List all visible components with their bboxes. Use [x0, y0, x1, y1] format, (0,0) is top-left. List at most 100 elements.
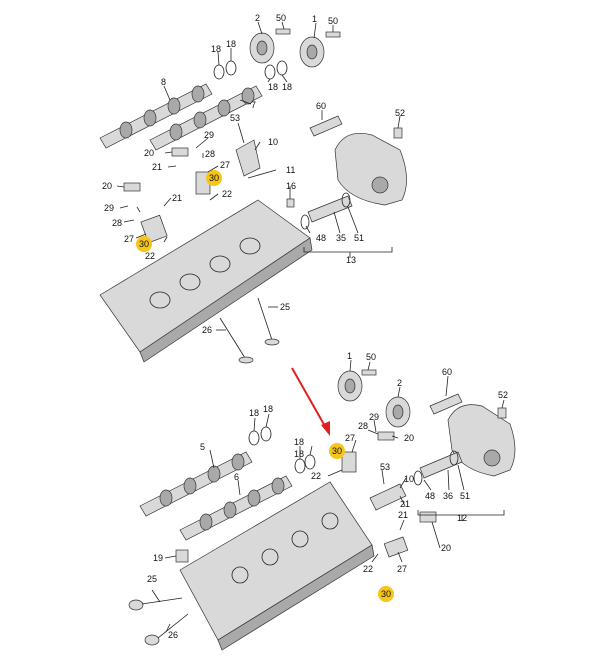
camshaft-sprocket-1-upper: [299, 36, 325, 68]
valve-spring-lower-b: [383, 536, 409, 558]
label-18: 18: [282, 82, 292, 92]
label-2: 2: [255, 13, 260, 23]
control-valve-10: [235, 139, 261, 177]
label-28: 28: [112, 218, 122, 228]
control-valve-10-lower: [369, 483, 407, 511]
valve-25-lower: [128, 597, 183, 611]
label-36: 36: [443, 491, 453, 501]
label-26: 26: [168, 630, 178, 640]
housing-cover-lower: [447, 404, 516, 477]
label-10: 10: [404, 474, 414, 484]
leader-lines-upper: [116, 21, 401, 331]
adjuster-piston-upper: [307, 195, 353, 223]
rocker-20-lower-b: [419, 511, 437, 523]
camshaft-sprocket-1-lower: [337, 370, 363, 402]
label-20: 20: [102, 181, 112, 191]
seal-ring-48-lower: [413, 470, 423, 486]
label-21: 21: [152, 162, 162, 172]
label-7: 7: [251, 100, 256, 110]
bracket-12: [417, 510, 505, 516]
seal-ring-18-f: [260, 426, 272, 442]
label-19: 19: [153, 553, 163, 563]
label-18: 18: [211, 44, 221, 54]
label-22: 22: [145, 251, 155, 261]
label-27: 27: [345, 433, 355, 443]
seal-ring-51-upper: [341, 192, 351, 208]
camshaft-sprocket-2-lower: [385, 396, 411, 428]
label-51: 51: [460, 491, 470, 501]
highlight-30-b: [136, 236, 152, 252]
camshaft-sprocket-2-upper: [249, 32, 275, 64]
valve-spring-lower-a: [341, 451, 357, 473]
camshaft-6: [179, 475, 293, 541]
label-21: 21: [398, 510, 408, 520]
label-5: 5: [200, 442, 205, 452]
label-29: 29: [204, 130, 214, 140]
seal-ring-18-h: [304, 454, 316, 470]
label-51: 51: [354, 233, 364, 243]
label-26: 26: [202, 325, 212, 335]
plug-16: [286, 198, 295, 208]
label-18: 18: [294, 437, 304, 447]
label-48: 48: [316, 233, 326, 243]
label-50: 50: [366, 352, 376, 362]
seal-ring-18-a: [213, 64, 225, 80]
label-28: 28: [358, 421, 368, 431]
label-21: 21: [172, 193, 182, 203]
label-29: 29: [369, 412, 379, 422]
label-18: 18: [268, 82, 278, 92]
label-22: 22: [222, 189, 232, 199]
label-30: 30: [381, 589, 391, 599]
label-1: 1: [312, 14, 317, 24]
highlight-30-d: [378, 586, 394, 602]
valve-26-lower: [144, 613, 189, 646]
adjuster-piston-lower: [419, 451, 463, 479]
seal-ring-51-lower: [449, 450, 459, 466]
pointer-arrow: [291, 367, 330, 436]
rocker-20-upper-a: [171, 147, 189, 157]
valve-25-upper: [257, 297, 280, 346]
label-60: 60: [316, 101, 326, 111]
bolt-50-upper-b: [325, 31, 341, 38]
callout-labels: 1 2 50 50 18 18 18 18 8 7 60 5 2 29 53 10…: [102, 13, 508, 640]
label-18: 18: [263, 404, 273, 414]
label-21: 21: [400, 499, 410, 509]
label-22: 22: [363, 564, 373, 574]
label-53: 53: [230, 113, 240, 123]
label-27: 27: [397, 564, 407, 574]
label-18: 18: [294, 449, 304, 459]
label-30: 30: [332, 446, 342, 456]
seal-ring-18-d: [276, 60, 288, 76]
label-13: 13: [346, 255, 356, 265]
housing-cover-upper: [334, 132, 407, 206]
seal-ring-18-b: [225, 60, 237, 76]
label-6: 6: [234, 472, 239, 482]
label-18: 18: [249, 408, 259, 418]
label-20: 20: [404, 433, 414, 443]
bolt-50-upper-a: [275, 28, 291, 35]
rocker-20-lower-a: [377, 431, 395, 441]
label-20: 20: [441, 543, 451, 553]
highlight-30-c: [329, 443, 345, 459]
camshaft-5: [139, 451, 253, 517]
label-28: 28: [205, 149, 215, 159]
valve-spring-upper-b: [140, 214, 168, 244]
label-2: 2: [397, 378, 402, 388]
rocker-20-upper-b: [123, 182, 141, 192]
label-20: 20: [144, 148, 154, 158]
cylinder-head-lower: [179, 481, 375, 651]
label-27: 27: [220, 160, 230, 170]
oil-pipe-60-lower: [429, 393, 463, 415]
label-16: 16: [286, 181, 296, 191]
label-50: 50: [328, 16, 338, 26]
bolt-52-upper: [393, 127, 403, 139]
label-48: 48: [425, 491, 435, 501]
label-25: 25: [147, 574, 157, 584]
label-30: 30: [209, 173, 219, 183]
label-29: 29: [104, 203, 114, 213]
label-50: 50: [276, 13, 286, 23]
label-8: 8: [161, 77, 166, 87]
bush-19: [175, 549, 189, 563]
